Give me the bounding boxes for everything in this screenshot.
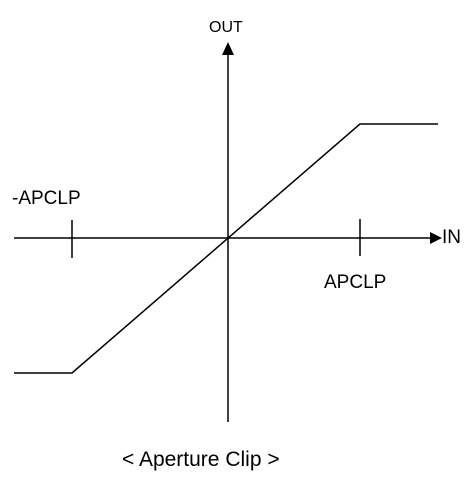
positive-clip-label: APCLP bbox=[324, 272, 387, 293]
clip-transfer-curve bbox=[14, 123, 438, 374]
diagram-caption: < Aperture Clip > bbox=[122, 448, 280, 471]
input-axis-arrowhead bbox=[430, 232, 442, 244]
output-axis-arrowhead bbox=[222, 42, 234, 55]
input-axis-label: IN bbox=[442, 227, 461, 248]
output-axis-label: OUT bbox=[209, 19, 243, 36]
negative-clip-label: -APCLP bbox=[12, 188, 81, 209]
